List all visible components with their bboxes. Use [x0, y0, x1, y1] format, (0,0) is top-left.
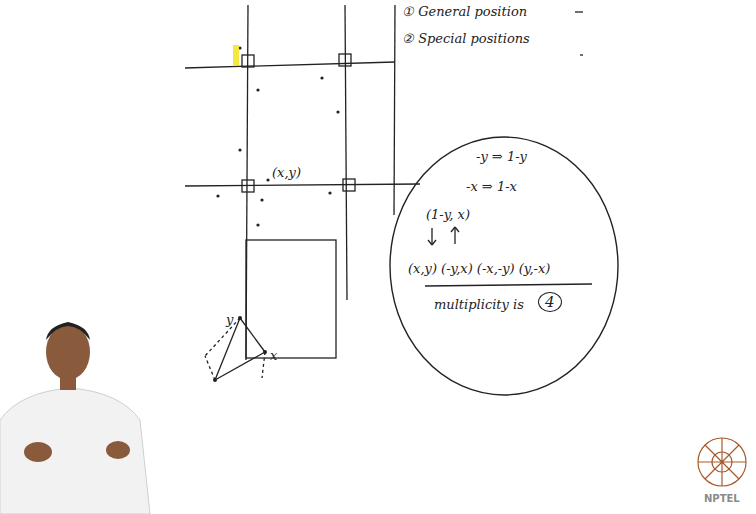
watermark: NPTEL: [704, 491, 740, 507]
handwritten-note: -x ⇒ 1-x: [466, 179, 517, 195]
axis-label: y: [226, 312, 233, 328]
note-text: ② Special positions: [402, 31, 530, 47]
handwritten-note: (x,y) (-y,x) (-x,-y) (y,-x): [408, 261, 550, 277]
note-text: ① General position: [402, 4, 527, 20]
handwritten-note: multiplicity is: [434, 297, 524, 313]
handwritten-note: -y ⇒ 1-y: [476, 149, 527, 165]
coordinate-label: (x,y): [272, 165, 301, 181]
axis-label: x: [270, 348, 277, 364]
ellipse-note: -y ⇒ 1-y -x ⇒ 1-x (1-y, x) (x,y) (-y,x) (-x…: [388, 135, 620, 397]
handwritten-note: 4: [538, 292, 562, 312]
handwritten-note: (1-y, x): [426, 207, 470, 223]
